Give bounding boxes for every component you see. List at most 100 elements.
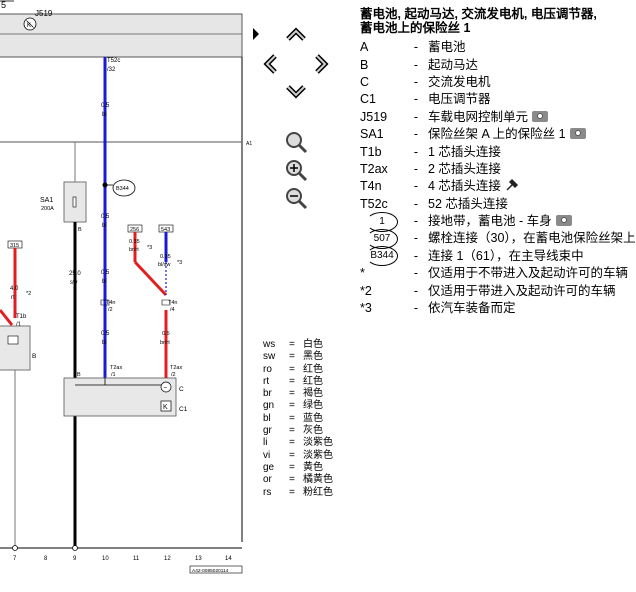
color-key-code: bl: [263, 412, 271, 424]
legend-item: T1b-1 芯插头连接: [360, 143, 600, 160]
t1b-label: T1b: [16, 314, 27, 320]
col-14: 14: [225, 556, 232, 562]
a1-label: A1: [246, 141, 252, 147]
pan-left-button[interactable]: [263, 54, 277, 74]
magnifier-icon[interactable]: [286, 132, 302, 148]
color-key-code: gn: [263, 400, 275, 412]
legend-desc-text: 电压调节器: [428, 92, 491, 107]
sa1-label: SA1: [40, 197, 53, 204]
zoom-out-button[interactable]: [286, 188, 308, 210]
note3-b: *3: [177, 260, 182, 266]
color-key-code: vi: [263, 449, 271, 461]
color-key-name: 绿色: [303, 400, 323, 412]
zoom-in-button[interactable]: [286, 160, 308, 182]
camera-icon[interactable]: [555, 215, 572, 227]
legend-desc: 仅适用于带进入及起动许可的车辆: [428, 283, 616, 300]
legend-desc-text: 螺栓连接（30），在蓄电池保险丝架上: [428, 231, 636, 246]
legend-dash: -: [413, 40, 419, 55]
color-key-row: or=橘黄色: [263, 474, 333, 486]
j519-symbol-slash: [26, 20, 34, 28]
box-256-label: 256: [130, 227, 139, 233]
legend-dash: -: [413, 109, 419, 124]
camera-icon[interactable]: [532, 110, 549, 122]
regulator-symbol-icon: [160, 400, 172, 412]
color-key-row: sw=黑色: [263, 351, 333, 363]
color-key-eq: =: [289, 400, 295, 412]
legend-desc: 1 芯插头连接: [428, 144, 600, 161]
color-key-eq: =: [289, 412, 295, 424]
connector-icon[interactable]: [505, 178, 519, 192]
w1-color: bl: [102, 112, 107, 118]
chevron-left-highlight: [265, 55, 276, 73]
legend-desc-text: 1 芯插头连接: [428, 144, 501, 159]
color-key-eq: =: [289, 375, 295, 387]
magnifier-handle: [297, 143, 308, 154]
legend-desc-text: 4 芯插头连接: [428, 179, 501, 194]
w9-color: sw: [70, 280, 78, 286]
legend-item: C1-电压调节器: [360, 91, 600, 108]
alternator-c-label: C: [179, 386, 184, 393]
legend-desc: 电压调节器: [428, 91, 600, 108]
legend-desc: 接地带，蓄电池 - 车身: [428, 213, 600, 230]
j519-module-box: [0, 13, 243, 58]
color-key-eq: =: [289, 339, 295, 350]
legend-item: SA1-保险丝架 A 上的保险丝 1: [360, 126, 600, 143]
column-numbers: 7 8 9 10 11 12 13 14: [13, 556, 232, 562]
w4-size: 0.5: [101, 331, 110, 337]
legend-dash: -: [413, 231, 419, 246]
legend-dash: -: [413, 144, 419, 159]
zoom-fit-button[interactable]: [286, 132, 308, 154]
color-key-code: sw: [263, 351, 276, 363]
legend-item: *-仅适用于不带进入及起动许可的车辆: [360, 265, 628, 282]
t4n-a-pin: /2: [108, 307, 113, 313]
color-key-eq: =: [289, 486, 295, 498]
w4-color: bl: [102, 340, 107, 346]
t4n-b-pin: /4: [170, 307, 175, 313]
pan-down-button[interactable]: [286, 85, 306, 99]
w2-size: 0.5: [101, 214, 110, 220]
zoom-in-handle: [297, 171, 308, 182]
page-number: 5: [1, 0, 6, 10]
color-key-eq: =: [289, 363, 295, 375]
color-key-eq: =: [289, 474, 295, 486]
color-key-code: br: [263, 388, 272, 400]
color-key-row: ge=黄色: [263, 462, 333, 474]
legend-item: B344-连接 1（61），在主导线束中: [360, 246, 600, 267]
legend-desc-text: 连接 1（61），在主导线束中: [428, 248, 584, 263]
color-key-eq: =: [289, 449, 295, 461]
t4n-a-label: T4n: [106, 300, 115, 306]
zoom-out-handle: [297, 199, 308, 210]
w1-size: 0.5: [101, 103, 110, 109]
legend-desc-text: 交流发电机: [428, 74, 491, 89]
legend-dash: -: [413, 179, 419, 194]
legend-code: J519: [360, 109, 388, 124]
color-key-row: gr=灰色: [263, 425, 333, 437]
wiring-diagram: 5 J519 K T52c /32 A1 0.5 bl 0.5 bl 0.5 b…: [0, 0, 252, 574]
legend-desc-text: 2 芯插头连接: [428, 161, 501, 176]
t4n-b-label: T4n: [168, 300, 177, 306]
color-key-code: li: [263, 437, 268, 449]
pan-right-button[interactable]: [315, 54, 329, 74]
color-key-name: 黄色: [303, 461, 323, 473]
color-key-row: rt=红色: [263, 376, 333, 388]
legend-dash: -: [413, 248, 419, 263]
legend-desc-text: 仅适用于带进入及起动许可的车辆: [428, 283, 616, 298]
legend-code: A: [360, 40, 369, 55]
w2-color: bl: [102, 223, 107, 229]
legend-desc: 52 芯插头连接: [428, 196, 600, 213]
color-key-eq: =: [289, 388, 295, 400]
t52c-pin: /32: [107, 67, 116, 73]
legend-desc-text: 起动马达: [428, 57, 479, 72]
col-11: 11: [133, 556, 140, 562]
j519-label: J519: [35, 9, 53, 18]
t2ax-a-label: T2ax: [110, 365, 122, 371]
color-key-name: 淡紫色: [303, 449, 333, 461]
collapse-arrow-icon[interactable]: [253, 28, 259, 40]
camera-icon[interactable]: [569, 128, 586, 140]
legend-desc-text: 仅适用于不带进入及起动许可的车辆: [428, 266, 629, 281]
legend-item: *3-依汽车装备而定: [360, 300, 600, 317]
t4n-a-connector-icon: [100, 299, 110, 306]
ground-node-7: [12, 545, 18, 551]
color-key-name: 褐色: [303, 388, 323, 400]
pan-up-button[interactable]: [286, 27, 306, 41]
